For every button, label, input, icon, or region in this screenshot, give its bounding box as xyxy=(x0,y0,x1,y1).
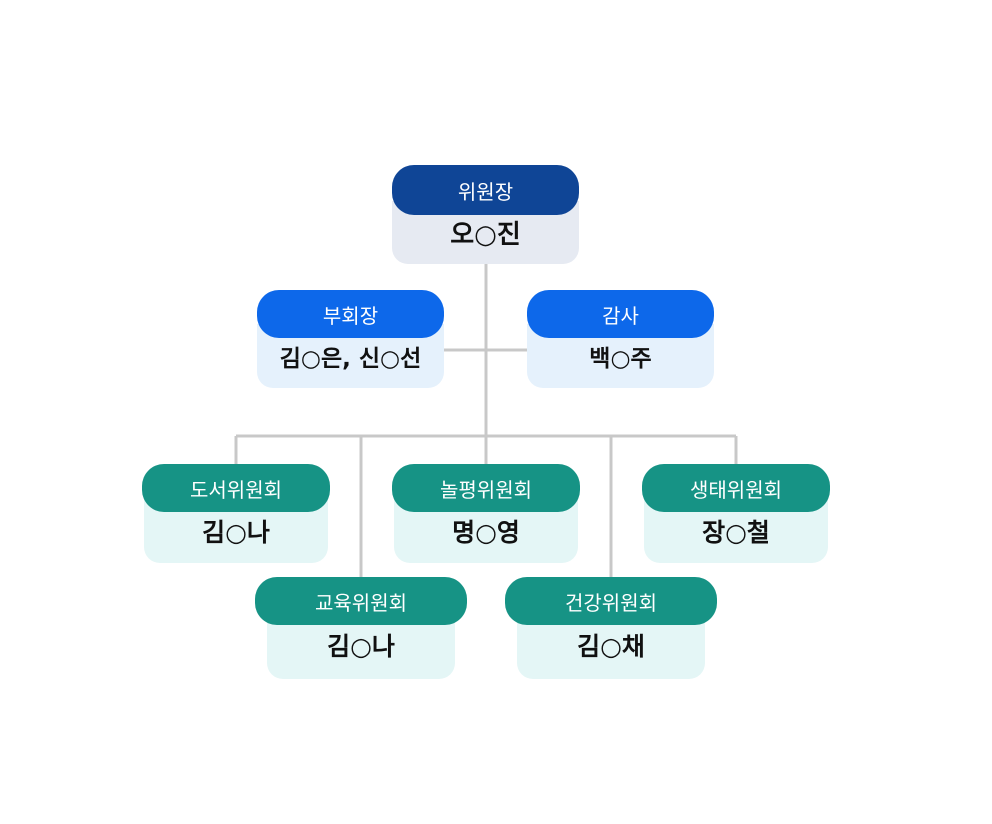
committee-title: 도서위원회 xyxy=(142,464,330,512)
vice-chair-node: 김○은, 신○선 부회장 xyxy=(257,290,444,388)
committee-title: 생태위원회 xyxy=(642,464,830,512)
chair-node: 오○진 위원장 xyxy=(392,165,579,264)
committee-node-health: 김○채 건강위원회 xyxy=(505,577,717,679)
chair-title: 위원장 xyxy=(392,165,579,215)
committee-title: 건강위원회 xyxy=(505,577,717,625)
committee-title: 놀평위원회 xyxy=(392,464,580,512)
auditor-title: 감사 xyxy=(527,290,714,338)
committee-title: 교육위원회 xyxy=(255,577,467,625)
auditor-node: 백○주 감사 xyxy=(527,290,714,388)
committee-node-education: 김○나 교육위원회 xyxy=(255,577,467,679)
vice-chair-title: 부회장 xyxy=(257,290,444,338)
committee-node-play: 명○영 놀평위원회 xyxy=(392,464,580,563)
committee-node-ecology: 장○철 생태위원회 xyxy=(642,464,830,563)
committee-node-library: 김○나 도서위원회 xyxy=(142,464,330,563)
